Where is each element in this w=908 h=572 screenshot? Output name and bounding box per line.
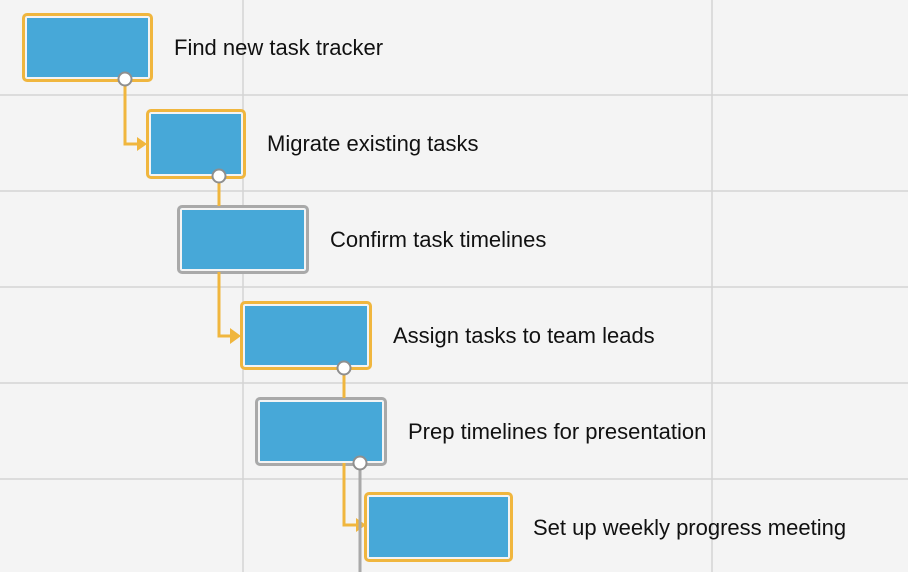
task-bar-confirm-task-timelines[interactable] bbox=[177, 205, 309, 274]
task-bar-find-new-task-tracker[interactable] bbox=[22, 13, 153, 82]
task-label: Assign tasks to team leads bbox=[393, 323, 655, 348]
task-bar-migrate-existing-tasks[interactable] bbox=[146, 109, 246, 179]
task-label: Set up weekly progress meeting bbox=[533, 515, 847, 540]
task-label: Confirm task timelines bbox=[330, 227, 547, 252]
task-bar-assign-tasks-to-team-leads[interactable] bbox=[240, 301, 372, 370]
task-bar-set-up-weekly-progress-meeting[interactable] bbox=[364, 492, 513, 562]
task-label: Migrate existing tasks bbox=[267, 131, 479, 156]
task-bar-prep-timelines-for-presentation[interactable] bbox=[255, 397, 387, 466]
task-label: Prep timelines for presentation bbox=[408, 419, 707, 444]
task-label: Find new task tracker bbox=[174, 35, 384, 60]
